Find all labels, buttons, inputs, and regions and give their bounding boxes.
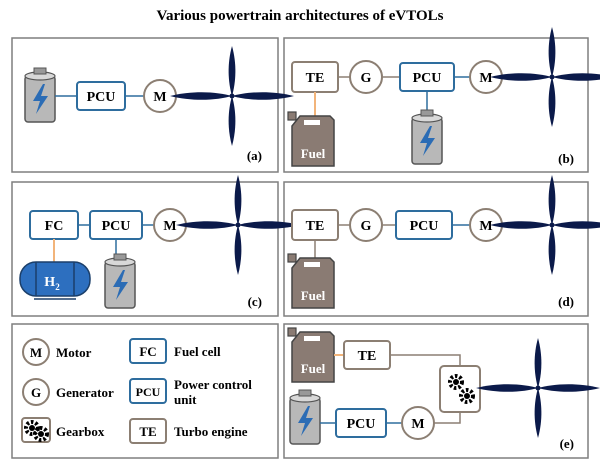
battery-icon	[289, 389, 321, 445]
panel-c-tag: (c)	[248, 294, 262, 309]
gearbox-icon	[439, 365, 481, 413]
pcu-label: PCU	[413, 71, 442, 86]
fuel-label: Fuel	[301, 288, 326, 303]
te-label: TE	[358, 349, 377, 364]
panel-c: FC PCU M H2 (c)	[19, 175, 300, 309]
panel-b: TE G PCU M Fuel (b)	[287, 27, 600, 167]
gen-label: G	[361, 219, 372, 234]
legend-pcu-text-line1: Power control	[174, 377, 252, 392]
legend: M Motor G Generator Gearbox FC Fuel cell…	[21, 338, 252, 444]
panel-c-frame	[11, 181, 279, 317]
fc-label: FC	[45, 219, 64, 234]
gen-label: G	[361, 71, 372, 86]
h2-subscript: 2	[55, 282, 60, 292]
battery-icon	[411, 109, 443, 165]
legend-generator-symbol	[22, 378, 50, 406]
propeller-icon	[176, 175, 300, 275]
legend-fc-symbol	[129, 338, 167, 364]
legend-frame	[11, 323, 279, 459]
panel-e-tag: (e)	[560, 436, 574, 451]
te-label: TE	[306, 219, 325, 234]
legend-te-symbol	[129, 418, 167, 444]
legend-gearbox-text: Gearbox	[56, 424, 105, 439]
legend-fc-symbol-label: FC	[139, 344, 156, 359]
figure-title: Various powertrain architectures of eVTO…	[156, 8, 444, 24]
legend-pcu-text-line2: unit	[174, 392, 197, 407]
pcu-label: PCU	[102, 219, 131, 234]
te-label: TE	[306, 71, 325, 86]
pcu-label: PCU	[87, 90, 116, 105]
panel-d: TE G PCU M Fuel (d)	[287, 175, 600, 309]
panel-a: PCU M (a)	[24, 46, 294, 163]
panel-b-tag: (b)	[558, 151, 574, 166]
propeller-icon	[476, 338, 600, 438]
pcu-label: PCU	[410, 219, 439, 234]
legend-pcu-symbol	[129, 378, 167, 404]
motor-label: M	[479, 219, 492, 234]
propeller-icon	[490, 27, 600, 127]
fuel-label: Fuel	[301, 146, 326, 161]
gearbox-icon	[21, 417, 51, 443]
legend-pcu-symbol-label: PCU	[136, 385, 161, 399]
legend-te-symbol-label: TE	[139, 424, 156, 439]
legend-motor-symbol-label: M	[30, 345, 42, 360]
h2-main: H	[44, 275, 55, 290]
panel-e: Fuel TE PCU M (e)	[287, 327, 600, 451]
legend-generator-text: Generator	[56, 385, 114, 400]
legend-motor-text: Motor	[56, 345, 92, 360]
battery-icon	[104, 253, 136, 309]
motor-label: M	[153, 90, 166, 105]
propeller-icon	[170, 46, 294, 146]
pcu-label: PCU	[347, 417, 376, 432]
panel-d-tag: (d)	[558, 294, 574, 309]
legend-te-text: Turbo engine	[174, 424, 248, 439]
fuel-label: Fuel	[301, 361, 326, 376]
panel-d-frame	[283, 181, 589, 317]
panel-e-frame	[283, 323, 589, 459]
legend-fc-text: Fuel cell	[174, 344, 221, 359]
h2-label: H2	[44, 275, 60, 292]
battery-icon	[24, 67, 56, 123]
motor-label: M	[411, 417, 424, 432]
panel-a-tag: (a)	[247, 148, 262, 163]
panel-b-frame	[283, 37, 589, 173]
motor-label: M	[163, 219, 176, 234]
motor-label: M	[479, 71, 492, 86]
panel-a-frame	[11, 37, 279, 173]
hydrogen-tank-icon	[19, 261, 91, 300]
propeller-icon	[490, 175, 600, 275]
legend-generator-symbol-label: G	[31, 385, 41, 400]
legend-motor-symbol	[22, 338, 50, 366]
